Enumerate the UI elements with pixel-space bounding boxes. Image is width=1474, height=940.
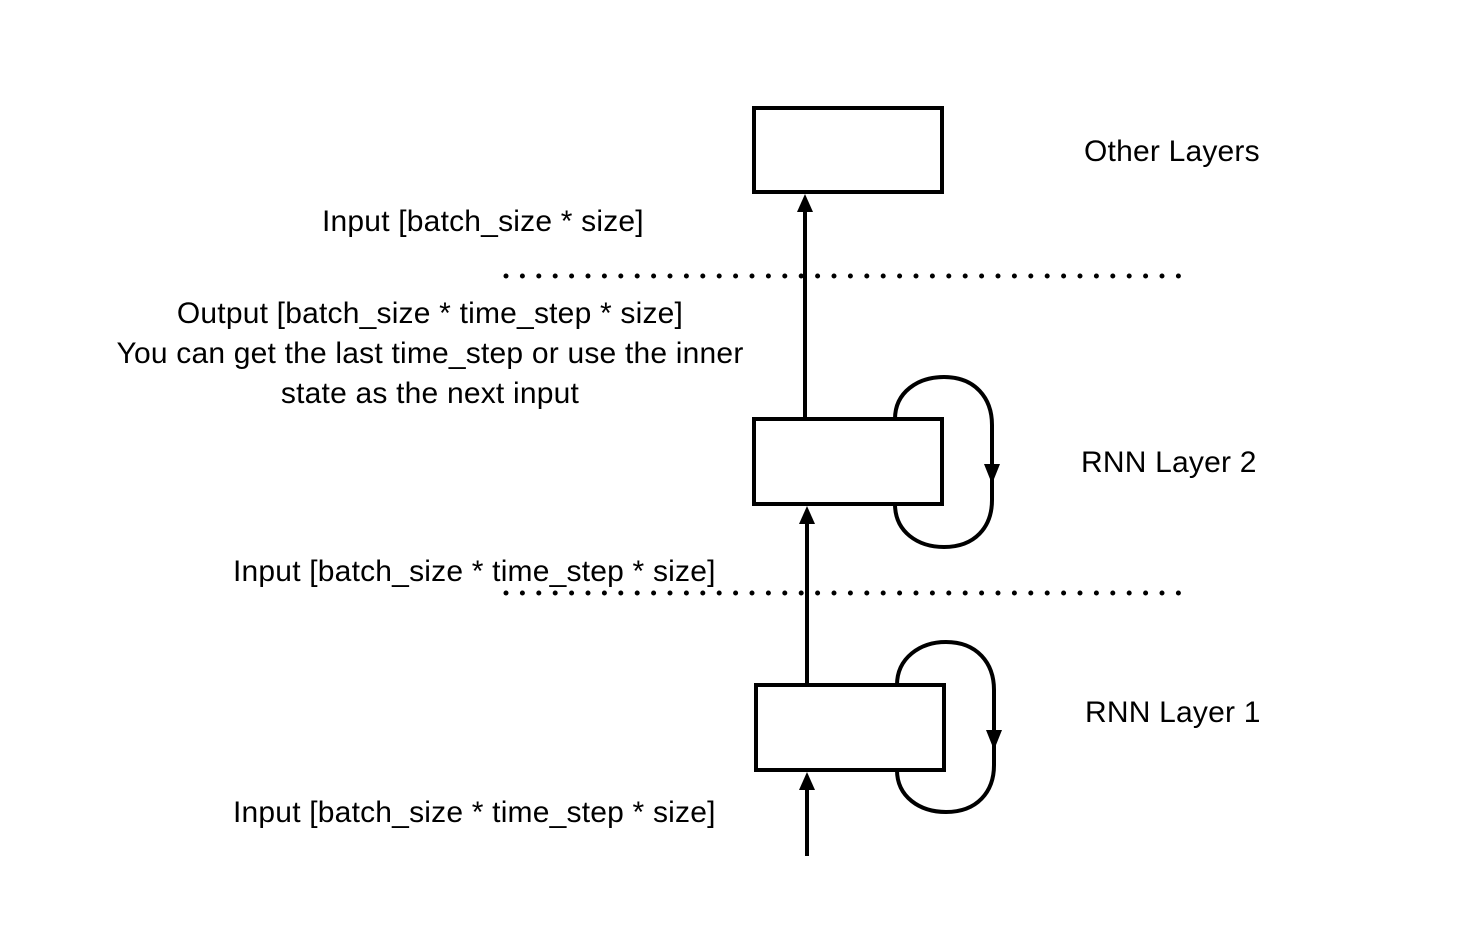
- rnn-layer-2-box: [752, 417, 944, 506]
- top-input-annotation: Input [batch_size * size]: [322, 205, 644, 238]
- rnn2-output-annotation-line1: Output [batch_size * time_step * size]: [176, 297, 684, 330]
- rnn-layer-1-box: [754, 683, 946, 772]
- arrowhead-into-rnn-layer-1: [799, 772, 815, 790]
- rnn-layer-2-label: RNN Layer 2: [1081, 446, 1257, 479]
- arrowhead-into-rnn-layer-2: [799, 506, 815, 524]
- rnn-layer-1-label: RNN Layer 1: [1085, 696, 1261, 729]
- arrowhead-into-other-layers: [797, 194, 813, 212]
- rnn-layer-2-recurrent-loop: [893, 374, 994, 550]
- rnn2-input-annotation: Input [batch_size * time_step * size]: [233, 555, 716, 588]
- other-layers-label: Other Layers: [1084, 135, 1260, 168]
- rnn2-output-annotation-line3: state as the next input: [280, 377, 580, 410]
- rnn-layer-1-loop-arrowhead: [986, 730, 1002, 750]
- rnn-layer-1-recurrent-loop: [895, 639, 996, 815]
- other-layers-box: [752, 106, 944, 194]
- rnn1-input-annotation: Input [batch_size * time_step * size]: [233, 796, 716, 829]
- rnn-layer-2-loop-arrowhead: [984, 464, 1000, 484]
- rnn2-output-annotation-line2: You can get the last time_step or use th…: [116, 337, 744, 370]
